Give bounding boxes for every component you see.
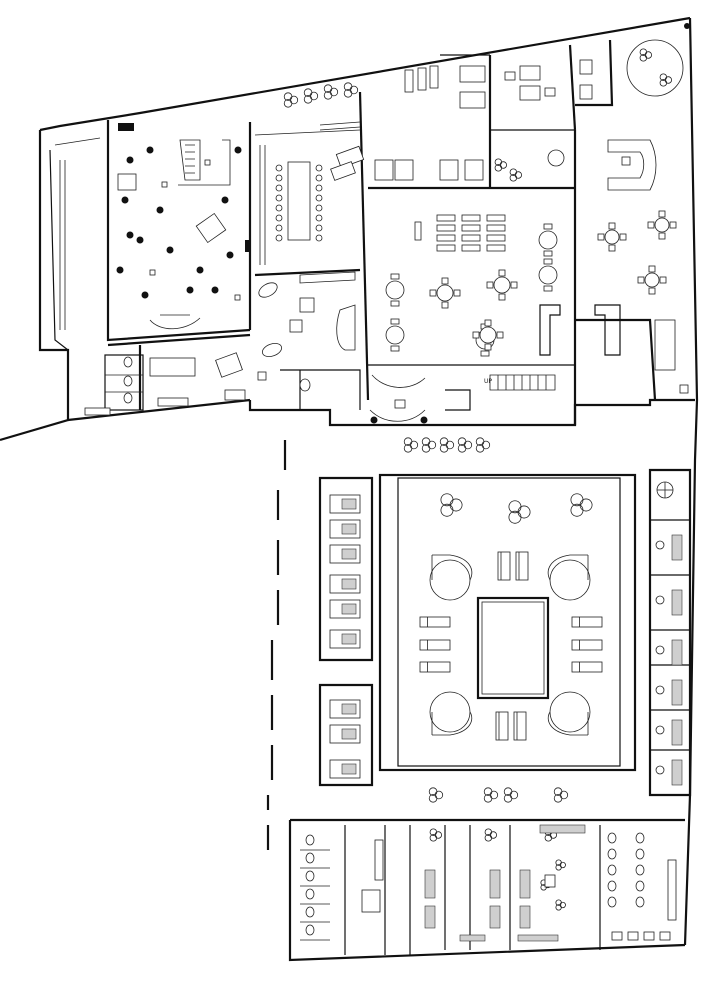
planters <box>283 48 672 911</box>
west-hall-furniture <box>116 146 242 301</box>
dining-area <box>385 210 677 357</box>
canteen-counter <box>539 304 689 394</box>
reception-desk <box>369 374 428 424</box>
stair-up-label: UP <box>484 378 492 385</box>
lower-rooms <box>300 481 683 942</box>
entrance-wc <box>257 371 311 392</box>
conference-room <box>254 129 365 265</box>
stair: UP <box>445 374 556 411</box>
pool-hall-furniture <box>429 554 591 736</box>
conference-chairs <box>275 164 323 242</box>
lower-building-walls <box>266 440 697 962</box>
pool-loungers <box>419 551 603 741</box>
storage-room <box>258 271 356 357</box>
west-wing <box>54 123 251 330</box>
upper-room-partitions <box>106 39 657 425</box>
lounge-sofa <box>504 23 690 191</box>
west-toilets <box>84 352 246 416</box>
top-workstations <box>319 65 486 181</box>
